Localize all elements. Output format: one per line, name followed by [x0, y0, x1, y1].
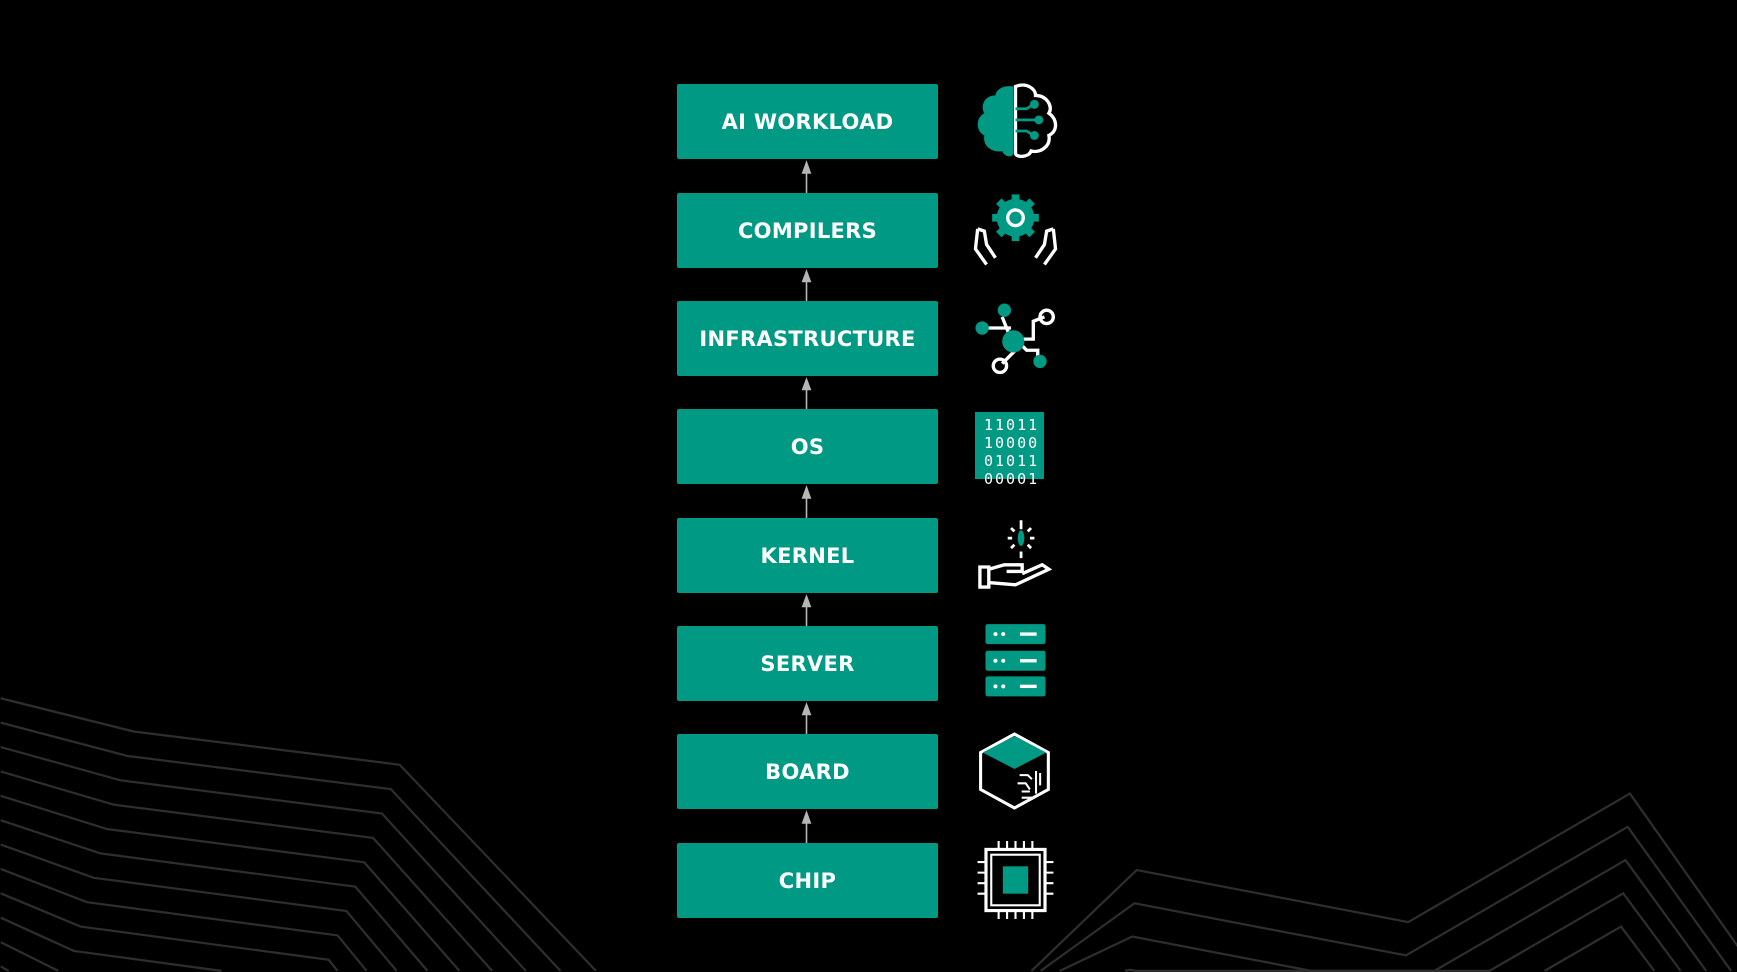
up-arrow-icon — [801, 269, 812, 301]
binary-row: 11011 — [984, 416, 1040, 434]
layer-infrastructure: INFRASTRUCTURE — [677, 301, 938, 376]
binary-row: 00001 — [984, 470, 1040, 488]
up-arrow-icon — [801, 485, 812, 518]
binary-code-icon: 11011 10000 01011 00001 — [971, 410, 1060, 488]
layer-label: SERVER — [760, 651, 855, 676]
decor-line — [0, 941, 59, 972]
layer-server: SERVER — [677, 626, 938, 701]
layer-os: OS — [677, 409, 938, 484]
hand-seed-icon — [978, 520, 1053, 589]
decor-line — [0, 892, 339, 972]
decor-line — [0, 721, 562, 972]
decor-line — [0, 697, 597, 972]
up-arrow-icon — [801, 594, 812, 626]
layer-board: BOARD — [677, 734, 938, 809]
brain-circuit-icon — [977, 83, 1058, 158]
circuit-cube-icon — [979, 732, 1050, 810]
layer-kernel: KERNEL — [677, 518, 938, 593]
decor-line — [0, 745, 527, 972]
decor-line — [1030, 792, 1737, 972]
decor-line — [0, 965, 10, 972]
layer-label: BOARD — [765, 759, 850, 784]
decor-line — [0, 794, 461, 972]
decor-line — [0, 770, 493, 972]
hands-gear-icon — [973, 194, 1058, 266]
up-arrow-icon — [801, 810, 812, 843]
decor-line — [0, 843, 398, 972]
decor-line — [1544, 925, 1656, 972]
decor-line — [1124, 891, 1682, 972]
layer-label: COMPILERS — [737, 218, 878, 243]
network-nodes-icon — [975, 303, 1055, 375]
decor-line — [0, 867, 368, 972]
up-arrow-icon — [801, 160, 812, 193]
layer-label: AI WORKLOAD — [721, 109, 894, 134]
decor-line — [1039, 825, 1733, 972]
layer-label: CHIP — [778, 868, 837, 893]
layer-compilers: COMPILERS — [677, 193, 938, 268]
up-arrow-icon — [801, 377, 812, 409]
decor-line — [1059, 858, 1708, 972]
binary-row: 01011 — [984, 452, 1040, 470]
binary-row: 10000 — [984, 434, 1040, 452]
layer-label: INFRASTRUCTURE — [699, 326, 916, 351]
decor-line — [0, 916, 222, 972]
decor-line — [0, 819, 429, 972]
server-rack-icon — [985, 624, 1046, 697]
layer-label: KERNEL — [760, 543, 855, 568]
layer-ai-workload: AI WORKLOAD — [677, 84, 938, 159]
layer-chip: CHIP — [677, 843, 938, 918]
microchip-icon — [977, 841, 1054, 919]
layer-label: OS — [790, 434, 825, 459]
up-arrow-icon — [801, 702, 812, 734]
